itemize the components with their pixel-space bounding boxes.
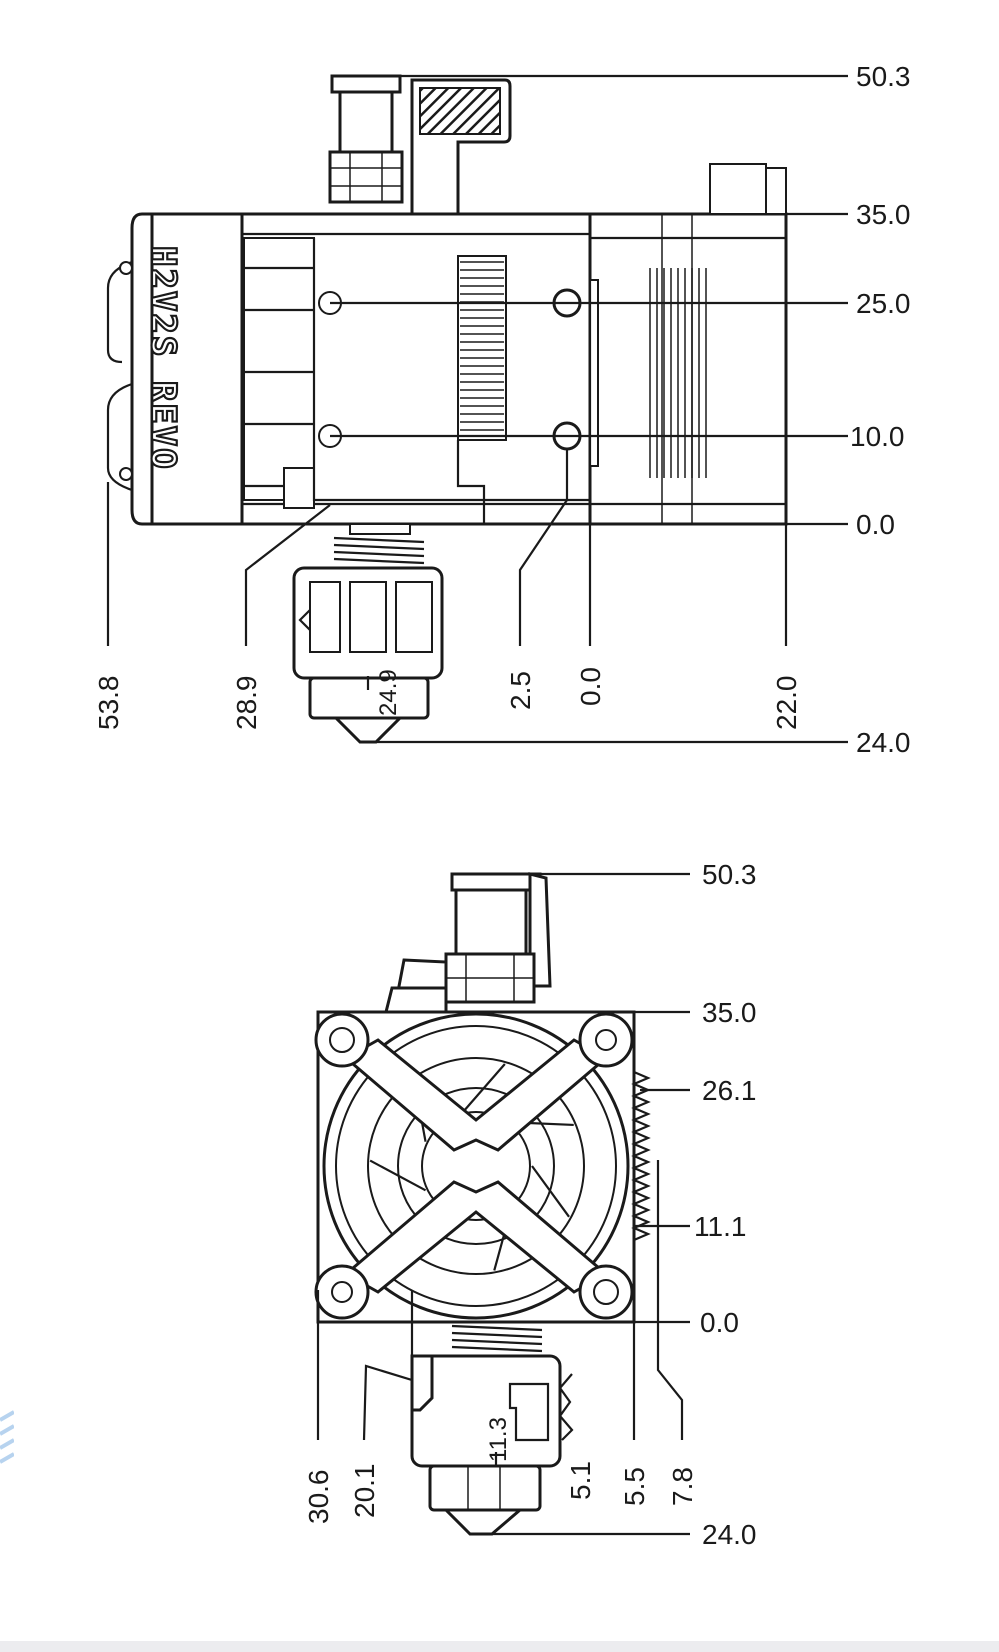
filament-fitting: [328, 74, 404, 204]
dim-front-width-11-3: 11.3: [485, 1417, 512, 1462]
drive-gear-teeth: [460, 261, 504, 431]
dim-width-2-5: 2.5: [505, 671, 536, 710]
dim-front-height-11-1: 11.1: [694, 1211, 746, 1242]
front-filament-fitting: [384, 872, 552, 1014]
dim-width-28-9: 28.9: [231, 676, 262, 731]
side-view-dimensions: 50.3 35.0 25.0 10.0 0.0 24.0 53.8 28.9 2…: [93, 61, 911, 758]
bottom-bar: [0, 1641, 999, 1652]
spring-coil: [451, 1324, 543, 1332]
dim-front-height-24-0: 24.0: [702, 1519, 757, 1550]
side-view: H2V2S REVO 50.3: [93, 61, 911, 758]
dim-front-width-30-6: 30.6: [303, 1470, 334, 1525]
fan-blade: [369, 1159, 427, 1192]
dim-front-width-7-8: 7.8: [667, 1467, 698, 1506]
spring-coil: [451, 1331, 543, 1339]
spring: [451, 1324, 543, 1353]
front-hotend: [410, 1324, 562, 1536]
dim-front-height-50-3: 50.3: [702, 859, 757, 890]
dim-front-width-5-1: 5.1: [565, 1461, 596, 1500]
gear-tooth-profile: [631, 1070, 651, 1242]
spring-coil: [451, 1345, 543, 1353]
fan-blade: [531, 1165, 570, 1218]
spring-coil: [333, 557, 425, 565]
front-view-dimensions: 50.3 35.0 26.1 11.1 0.0 24.0 30.6 20.1 1…: [303, 859, 757, 1550]
spring-coil: [451, 1338, 543, 1346]
dim-front-height-35-0: 35.0: [702, 997, 757, 1028]
brand-label: H2V2S REVO: [143, 246, 183, 471]
dim-height-50-3: 50.3: [856, 61, 911, 92]
cooling-fan: [322, 1012, 630, 1320]
dim-height-10-0: 10.0: [850, 421, 905, 452]
dim-width-24-9: 24.9: [375, 669, 402, 716]
hotend: [292, 523, 444, 744]
dim-front-width-5-5: 5.5: [619, 1467, 650, 1506]
front-view: 50.3 35.0 26.1 11.1 0.0 24.0 30.6 20.1 1…: [303, 859, 757, 1550]
dim-width-53-8: 53.8: [93, 676, 124, 731]
dim-front-width-20-1: 20.1: [349, 1464, 380, 1519]
edge-watermark: [0, 1410, 15, 1466]
spring-coil: [333, 550, 425, 558]
dim-height-35-0: 35.0: [856, 199, 911, 230]
dim-height-25-0: 25.0: [856, 288, 911, 319]
spring-coil: [333, 536, 425, 544]
extruder-body: H2V2S REVO: [106, 163, 788, 526]
spring: [333, 536, 425, 565]
dim-width-22-0: 22.0: [771, 676, 802, 731]
spring-coil: [333, 543, 425, 551]
corner-screws: [314, 1012, 634, 1320]
dim-height-0-0: 0.0: [856, 509, 895, 540]
fan-blade: [462, 1063, 506, 1113]
dim-front-height-26-1: 26.1: [702, 1075, 757, 1106]
dim-front-height-0-0: 0.0: [700, 1307, 739, 1338]
dim-width-0-0: 0.0: [575, 667, 606, 706]
side-gear-teeth: [631, 1070, 651, 1242]
dim-height-24-0: 24.0: [856, 727, 911, 758]
